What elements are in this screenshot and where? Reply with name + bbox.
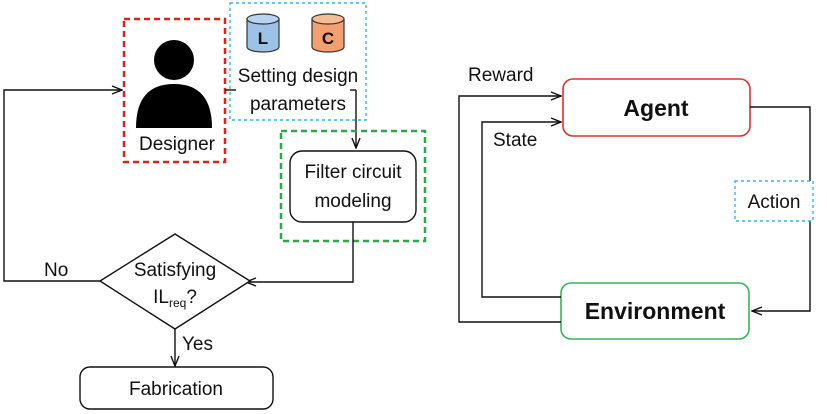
no-loop-arrow bbox=[3, 90, 122, 282]
decision-q: ? bbox=[186, 287, 197, 308]
fabrication-box bbox=[79, 366, 274, 410]
decision-il: IL bbox=[153, 287, 169, 308]
filter-line1: Filter circuit bbox=[304, 162, 402, 183]
setting-line2: parameters bbox=[250, 94, 346, 115]
action-label: Action bbox=[748, 192, 801, 213]
arrow-to-decision bbox=[246, 222, 354, 282]
environment-label: Environment bbox=[585, 298, 726, 324]
setting-line1: Setting design bbox=[238, 66, 358, 87]
environment-box bbox=[560, 282, 750, 340]
cylinder-l-icon bbox=[246, 13, 280, 53]
decision-sub: req bbox=[169, 296, 186, 310]
decision-diamond bbox=[98, 233, 252, 330]
person-icon bbox=[136, 40, 212, 128]
fabrication-label: Fabrication bbox=[129, 379, 223, 400]
state-arrow bbox=[481, 122, 561, 298]
cylinder-c-icon bbox=[311, 13, 345, 53]
setting-params-box bbox=[229, 2, 367, 121]
reward-arrow bbox=[458, 96, 561, 323]
decision-line1: Satisfying bbox=[134, 260, 216, 281]
reward-label: Reward bbox=[468, 65, 533, 86]
cylinder-c-label: C bbox=[322, 29, 334, 48]
decision-line2: ILreq? bbox=[153, 287, 197, 310]
cylinder-l-label: L bbox=[258, 29, 268, 48]
filter-line2: modeling bbox=[314, 191, 391, 212]
no-label: No bbox=[44, 260, 68, 281]
agent-label: Agent bbox=[623, 95, 689, 121]
yes-label: Yes bbox=[182, 334, 213, 355]
designer-label: Designer bbox=[139, 134, 216, 155]
state-label: State bbox=[493, 130, 537, 151]
action-box bbox=[734, 180, 814, 222]
